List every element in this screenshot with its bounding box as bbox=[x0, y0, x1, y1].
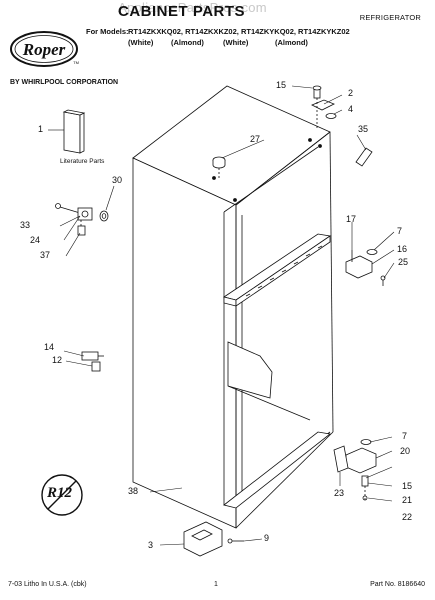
callout-15-top: 15 bbox=[276, 80, 287, 90]
color-3: (White) bbox=[223, 38, 249, 47]
footer-part-number: Part No. 8186640 bbox=[370, 581, 425, 588]
model-numbers: RT14ZKXKQ02, RT14ZKXKZ02, RT14ZKYKQ02, R… bbox=[128, 27, 350, 36]
color-2: (Almond) bbox=[171, 38, 204, 47]
callout-22: 22 bbox=[402, 512, 413, 522]
callout-17: 17 bbox=[346, 214, 357, 224]
model-colors: (White) (Almond) (White) (Almond) bbox=[128, 38, 308, 47]
left-hinge-assembly bbox=[55, 203, 109, 236]
top-hinge-assembly bbox=[311, 85, 337, 130]
callout-27: 27 bbox=[250, 134, 261, 144]
callout-12: 12 bbox=[52, 355, 63, 365]
page-title: CABINET PARTS bbox=[118, 3, 246, 20]
bottom-hinge-assembly bbox=[183, 521, 244, 557]
color-1: (White) bbox=[128, 38, 154, 47]
callout-1: 1 bbox=[38, 124, 44, 134]
callout-23: 23 bbox=[334, 488, 345, 498]
callout-2: 2 bbox=[348, 88, 354, 98]
svg-text:Roper: Roper bbox=[22, 40, 66, 59]
callout-leaders bbox=[48, 85, 395, 546]
footer-print-info: 7-03 Litho In U.S.A. (cbk) bbox=[8, 581, 87, 588]
part-23-plate bbox=[333, 445, 349, 473]
models-label: For Models: bbox=[86, 27, 129, 36]
callout-7-lower: 7 bbox=[402, 431, 408, 441]
literature-booklet bbox=[62, 109, 86, 154]
roper-logo: Roper TM bbox=[10, 31, 79, 67]
r12-badge-text: R12 bbox=[47, 485, 73, 501]
callout-24: 24 bbox=[30, 235, 41, 245]
r12-badge bbox=[41, 474, 83, 516]
callout-37: 37 bbox=[40, 250, 51, 260]
appliance-category: REFRIGERATOR bbox=[359, 13, 421, 22]
callout-35: 35 bbox=[358, 124, 369, 134]
brand-byline: BY WHIRLPOOL CORPORATION bbox=[10, 79, 119, 86]
callout-30: 30 bbox=[112, 175, 123, 185]
callout-7-upper: 7 bbox=[397, 226, 403, 236]
callout-16: 16 bbox=[397, 244, 408, 254]
part-35-bracket bbox=[355, 147, 373, 167]
callout-14: 14 bbox=[44, 342, 55, 352]
callout-38: 38 bbox=[128, 486, 139, 496]
callout-21: 21 bbox=[402, 495, 413, 505]
footer-page-number: 1 bbox=[214, 581, 218, 588]
part-27-plug bbox=[212, 156, 226, 178]
part-12-14-hinge-pin bbox=[81, 351, 104, 372]
watermark: AppliancePartsPros.com bbox=[118, 0, 267, 15]
color-4: (Almond) bbox=[275, 38, 308, 47]
lower-hinge-assembly bbox=[345, 439, 377, 501]
callout-33: 33 bbox=[20, 220, 31, 230]
callout-9: 9 bbox=[264, 533, 270, 543]
callout-3: 3 bbox=[148, 540, 154, 550]
callout-25: 25 bbox=[398, 257, 409, 267]
center-hinge-assembly bbox=[345, 249, 386, 286]
literature-parts-label: Literature Parts bbox=[60, 158, 105, 165]
callout-15-bottom: 15 bbox=[402, 481, 413, 491]
svg-text:TM: TM bbox=[73, 60, 79, 65]
callout-4: 4 bbox=[348, 104, 354, 114]
callout-20: 20 bbox=[400, 446, 411, 456]
refrigerator-cabinet bbox=[132, 85, 334, 529]
